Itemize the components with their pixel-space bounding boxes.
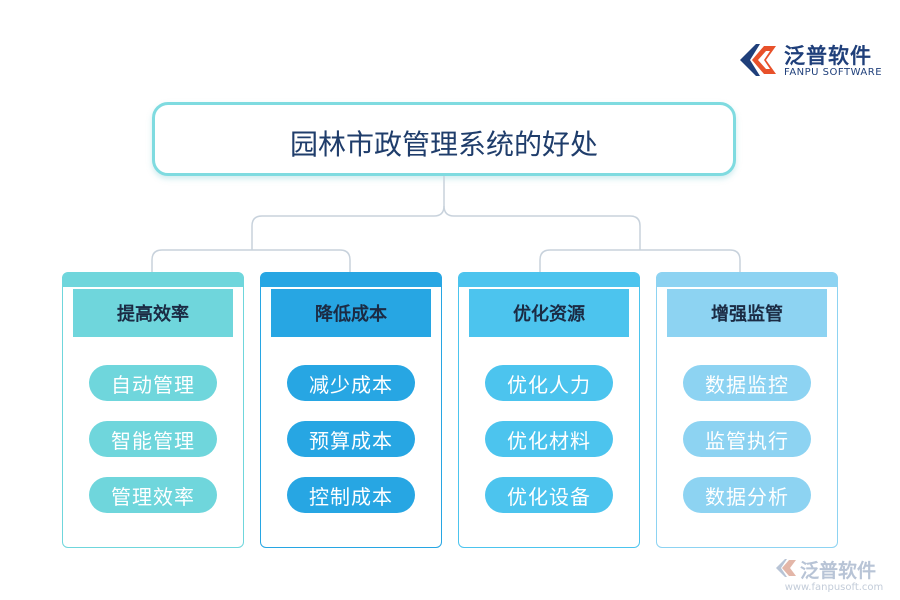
benefit-item: 优化人力 (485, 365, 613, 401)
benefit-item: 数据分析 (683, 477, 811, 513)
benefit-item: 自动管理 (89, 365, 217, 401)
card-top-bar (63, 273, 243, 287)
category-card-supervision: 增强监管 数据监控 监管执行 数据分析 (656, 272, 838, 548)
card-top-bar (459, 273, 639, 287)
brand-logo: 泛普软件 FANPU SOFTWARE (738, 40, 888, 82)
category-card-cost: 降低成本 减少成本 预算成本 控制成本 (260, 272, 442, 548)
benefit-item: 预算成本 (287, 421, 415, 457)
benefit-item: 优化材料 (485, 421, 613, 457)
benefit-item: 优化设备 (485, 477, 613, 513)
category-card-efficiency: 提高效率 自动管理 智能管理 管理效率 (62, 272, 244, 548)
diagram-title-box: 园林市政管理系统的好处 (152, 102, 736, 176)
watermark-logo-icon (776, 559, 796, 577)
category-title: 增强监管 (667, 289, 827, 337)
brand-subtitle: FANPU SOFTWARE (784, 67, 883, 78)
card-top-bar (657, 273, 837, 287)
watermark-name: 泛普软件 (800, 560, 877, 582)
benefit-item: 管理效率 (89, 477, 217, 513)
category-title: 降低成本 (271, 289, 431, 337)
brand-name: 泛普软件 (784, 44, 872, 68)
watermark: 泛普软件 www.fanpusoft.com (774, 556, 894, 596)
category-card-resources: 优化资源 优化人力 优化材料 优化设备 (458, 272, 640, 548)
benefit-item: 控制成本 (287, 477, 415, 513)
category-title: 优化资源 (469, 289, 629, 337)
fanpu-logo-icon (740, 44, 776, 76)
watermark-url: www.fanpusoft.com (784, 582, 884, 593)
benefit-item: 智能管理 (89, 421, 217, 457)
benefit-item: 监管执行 (683, 421, 811, 457)
card-top-bar (261, 273, 441, 287)
benefit-item: 减少成本 (287, 365, 415, 401)
category-title: 提高效率 (73, 289, 233, 337)
benefit-item: 数据监控 (683, 365, 811, 401)
diagram-title: 园林市政管理系统的好处 (289, 128, 598, 161)
